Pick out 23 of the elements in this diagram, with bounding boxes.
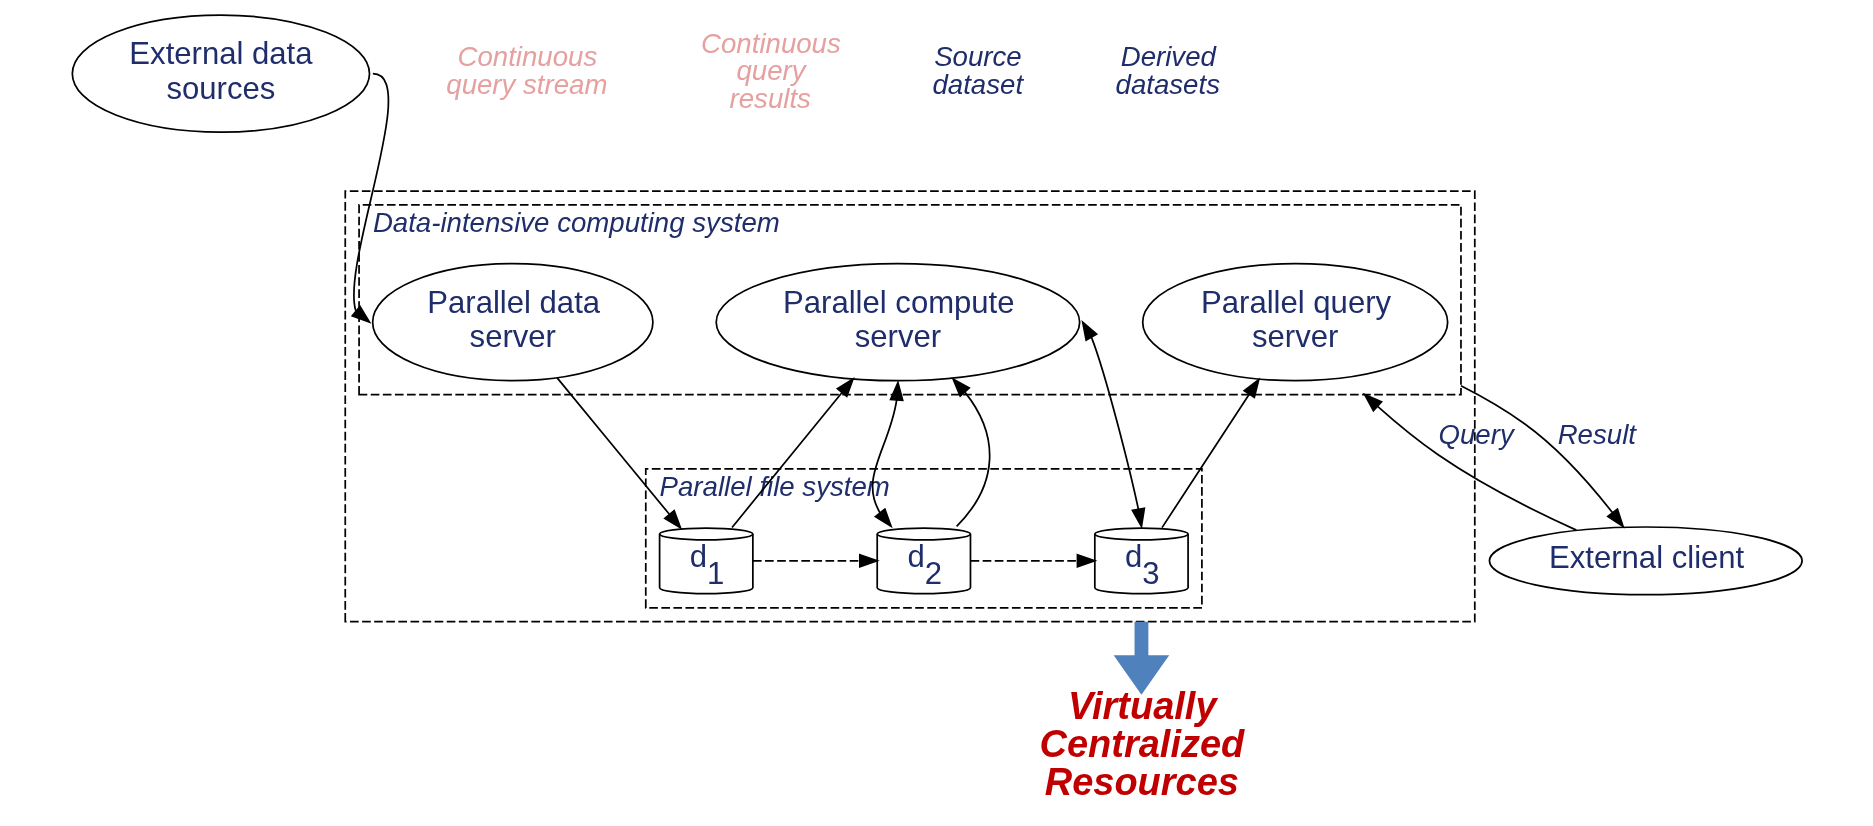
label: Source dataset [931,41,1023,101]
arrow [1362,392,1577,531]
arrow [555,377,682,530]
label: Continuous query results [700,27,841,114]
label: Continuous query stream [445,41,608,101]
node-text: Virtually Centralized Resources [1039,684,1244,803]
arrow [1459,384,1625,529]
arrow [751,553,880,569]
arrow [969,553,1097,569]
edge-label: Query [1438,419,1514,451]
arrow [1113,621,1169,695]
arrow [1160,377,1260,529]
node-ellipse: External client [1488,526,1803,596]
node-ellipse: Parallel query server [1141,262,1448,382]
node-ellipse: Parallel compute server [714,262,1081,382]
edge-label: Result [1557,419,1636,451]
arrow [1080,319,1145,529]
label: Derived datasets [1115,41,1220,101]
node-ellipse: External data sources [70,14,370,134]
node-ellipse: Parallel data server [371,262,654,382]
arrow [950,377,990,528]
arrow [871,380,904,529]
arrow [350,72,389,324]
